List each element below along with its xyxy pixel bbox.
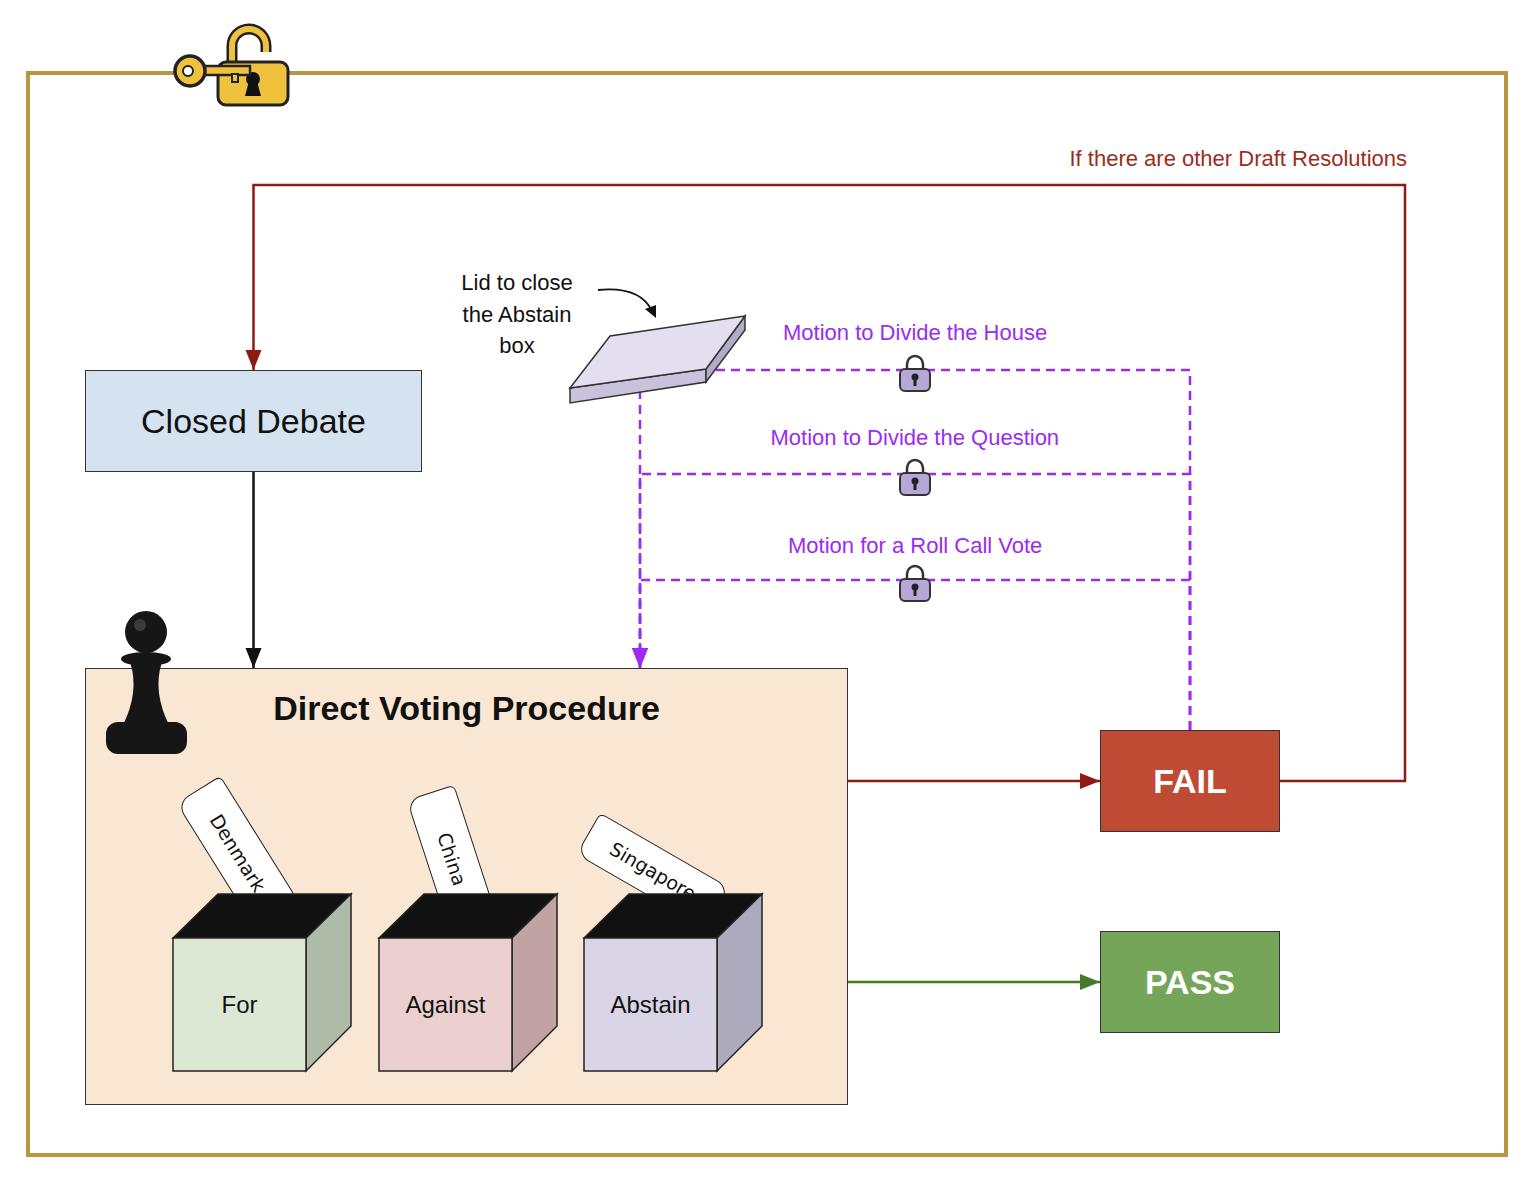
edge-label: Motion to Divide the Question bbox=[771, 425, 1060, 451]
node-text: Against bbox=[379, 938, 512, 1071]
cube-front bbox=[584, 938, 717, 1071]
ballot-name: China bbox=[433, 830, 471, 888]
ballot-box: For bbox=[173, 894, 351, 1071]
pawn-shine bbox=[134, 619, 146, 631]
result-box: FAIL bbox=[1100, 730, 1280, 832]
leader-line bbox=[598, 289, 652, 311]
process-box: Closed Debate bbox=[85, 370, 422, 472]
gold-frame bbox=[28, 73, 1506, 1155]
connector bbox=[848, 981, 1100, 984]
cube-shape bbox=[584, 894, 762, 1071]
keyhole bbox=[245, 81, 261, 96]
node-text: Abstain bbox=[584, 938, 717, 1071]
edge-label: Motion for a Roll Call Vote bbox=[788, 533, 1042, 559]
cube-side bbox=[717, 894, 762, 1071]
abstain-lid bbox=[570, 316, 745, 403]
leader-head bbox=[645, 305, 656, 318]
cube-side bbox=[512, 894, 557, 1071]
connector bbox=[640, 474, 1190, 730]
ballot-box: Abstain bbox=[584, 894, 762, 1071]
callout-arrow bbox=[598, 289, 656, 318]
edge-label: Motion to Divide the House bbox=[783, 320, 1047, 346]
cube-front bbox=[173, 938, 306, 1071]
key-ring bbox=[175, 56, 205, 86]
pawn-head bbox=[125, 611, 167, 653]
connector bbox=[640, 370, 1190, 730]
cube-front bbox=[379, 938, 512, 1071]
lid-top bbox=[570, 316, 745, 388]
node-text: Direct Voting Procedure bbox=[86, 688, 847, 729]
ballot-name: Denmark bbox=[206, 810, 271, 896]
node-text: PASS bbox=[1145, 963, 1235, 1002]
callout-note: Lid to close the Abstain box bbox=[447, 267, 587, 362]
key-hole bbox=[183, 66, 193, 76]
padlock bbox=[900, 566, 930, 601]
padlock bbox=[900, 460, 930, 495]
cube-shape bbox=[379, 894, 557, 1071]
padlock bbox=[900, 356, 930, 391]
lock-shackle bbox=[232, 29, 266, 64]
group-box: SingaporeChinaDenmarkDirect Voting Proce… bbox=[85, 668, 848, 1105]
node-text: FAIL bbox=[1153, 762, 1227, 801]
key-shaft bbox=[202, 66, 250, 75]
node-text: Closed Debate bbox=[141, 402, 366, 441]
connector bbox=[848, 780, 1100, 783]
cube-shape bbox=[173, 894, 351, 1071]
ballot-box: Against bbox=[379, 894, 557, 1071]
unlock-key-icon bbox=[175, 29, 288, 105]
node-text: For bbox=[173, 938, 306, 1071]
result-box: PASS bbox=[1100, 931, 1280, 1033]
lock-shackle bbox=[232, 29, 266, 64]
connector bbox=[254, 185, 1406, 781]
connector bbox=[252, 472, 255, 668]
padlock-icons bbox=[900, 356, 930, 601]
connector bbox=[640, 580, 1190, 730]
edge-label: If there are other Draft Resolutions bbox=[1070, 146, 1408, 172]
pawn-base bbox=[106, 722, 187, 754]
cube-side bbox=[306, 894, 351, 1071]
key-tooth bbox=[232, 74, 238, 82]
